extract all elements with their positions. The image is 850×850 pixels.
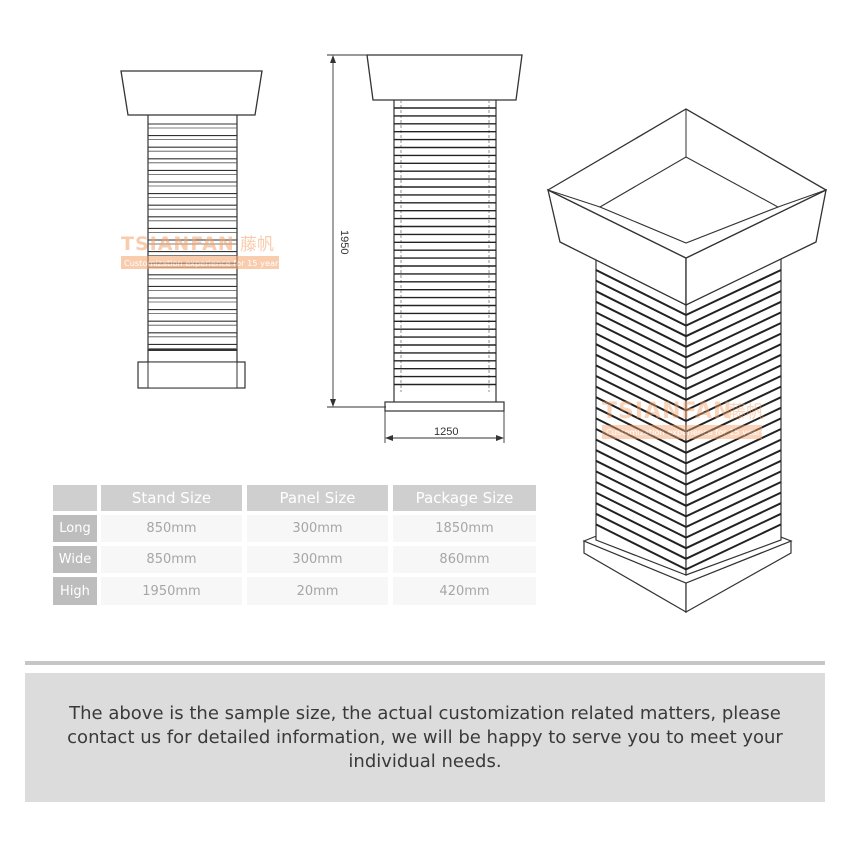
iso-slat-right: [685, 512, 782, 560]
iso-slat-left: [595, 470, 687, 518]
watermark-logo-iso: TSIANFAN 藤帆 Customization experience for…: [602, 399, 765, 439]
iso-slat-left: [595, 512, 687, 560]
iso-slat-right: [685, 438, 782, 486]
iso-slat-left: [595, 290, 687, 338]
iso-slat-right: [685, 311, 782, 359]
iso-slat-right: [685, 417, 782, 465]
iso-slat-left: [595, 385, 687, 433]
technical-drawing: TSIANFAN 藤帆 Customization experience for…: [120, 54, 828, 614]
row-header-long: Long: [53, 515, 97, 542]
iso-slat-right: [685, 502, 782, 550]
iso-slat-left: [595, 375, 687, 422]
panel-size-long: 300mm: [247, 515, 388, 542]
row-header-high: High: [53, 577, 97, 605]
iso-slat-left: [595, 364, 687, 412]
iso-slat-right: [685, 375, 782, 422]
column-header-panel-size: Panel Size: [247, 485, 388, 511]
iso-slat-left: [595, 353, 687, 401]
iso-slat-right: [685, 364, 782, 412]
iso-slat-right: [685, 428, 782, 475]
iso-slat-left: [595, 481, 687, 528]
watermark-chinese: 藤帆: [240, 235, 274, 255]
side-view-base: [384, 401, 505, 412]
iso-slat-right: [685, 449, 782, 497]
watermark-logo: TSIANFAN 藤帆 Customization experience for…: [121, 233, 283, 269]
iso-slat-right: [685, 491, 782, 539]
watermark-tagline-iso: Customization experience for 15 years: [606, 427, 765, 437]
front-view-top-tray: [120, 70, 263, 116]
width-dimension-label: 1250: [434, 426, 458, 438]
iso-slat-left: [595, 523, 687, 571]
stand-size-long: 850mm: [101, 515, 242, 542]
iso-slat-right: [685, 322, 782, 369]
iso-slat-right: [685, 523, 782, 571]
watermark-brand: TSIANFAN: [121, 233, 235, 255]
iso-slat-left: [595, 332, 687, 380]
package-size-long: 1850mm: [393, 515, 536, 542]
package-size-high: 420mm: [393, 577, 536, 605]
height-dimension: 1950: [327, 54, 386, 408]
table-corner-cell: [53, 485, 97, 511]
iso-slat-left: [595, 396, 687, 444]
iso-slat-left: [595, 459, 687, 507]
iso-slat-right: [685, 396, 782, 444]
iso-slat-right: [685, 290, 782, 338]
iso-slat-left: [595, 449, 687, 497]
front-view: [120, 70, 263, 389]
column-header-stand-size: Stand Size: [101, 485, 242, 511]
iso-slat-left: [595, 322, 687, 369]
iso-slat-left: [595, 417, 687, 465]
side-view-top-tray: [366, 54, 523, 101]
package-size-wide: 860mm: [393, 546, 536, 573]
iso-slat-left: [595, 502, 687, 550]
iso-slat-right: [685, 406, 782, 454]
watermark-tagline: Customization experience for 15 years: [124, 258, 283, 268]
note-box: The above is the sample size, the actual…: [25, 673, 825, 802]
iso-slat-right: [685, 385, 782, 433]
iso-slat-left: [595, 279, 687, 327]
side-view: [366, 54, 523, 412]
iso-slat-left: [595, 311, 687, 359]
iso-slat-right: [685, 470, 782, 518]
iso-slat-right: [685, 279, 782, 327]
iso-slat-right: [685, 481, 782, 528]
iso-slat-right: [685, 459, 782, 507]
iso-slat-left: [595, 428, 687, 475]
spec-table: Stand Size Panel Size Package Size Long …: [53, 485, 536, 607]
iso-slat-right: [685, 300, 782, 348]
iso-slat-right: [685, 353, 782, 401]
iso-slat-left: [595, 300, 687, 348]
section-divider: [25, 661, 825, 665]
customization-note: The above is the sample size, the actual…: [67, 702, 783, 772]
row-header-wide: Wide: [53, 546, 97, 573]
stand-size-high: 1950mm: [101, 577, 242, 605]
iso-slat-right: [685, 332, 782, 380]
panel-size-high: 20mm: [247, 577, 388, 605]
isometric-view: [546, 108, 828, 614]
iso-slat-left: [595, 491, 687, 539]
iso-slat-right: [685, 343, 782, 391]
width-dimension: 1250: [384, 411, 505, 443]
iso-slat-left: [595, 406, 687, 454]
panel-size-wide: 300mm: [247, 546, 388, 573]
watermark-brand-iso: TSIANFAN: [602, 399, 732, 424]
iso-slat-left: [595, 269, 687, 316]
height-dimension-label: 1950: [338, 230, 350, 254]
iso-slat-left: [595, 438, 687, 486]
column-header-package-size: Package Size: [393, 485, 536, 511]
iso-slat-left: [595, 343, 687, 391]
watermark-chinese-iso: 藤帆: [728, 402, 764, 423]
stand-size-wide: 850mm: [101, 546, 242, 573]
iso-slat-right: [685, 269, 782, 316]
